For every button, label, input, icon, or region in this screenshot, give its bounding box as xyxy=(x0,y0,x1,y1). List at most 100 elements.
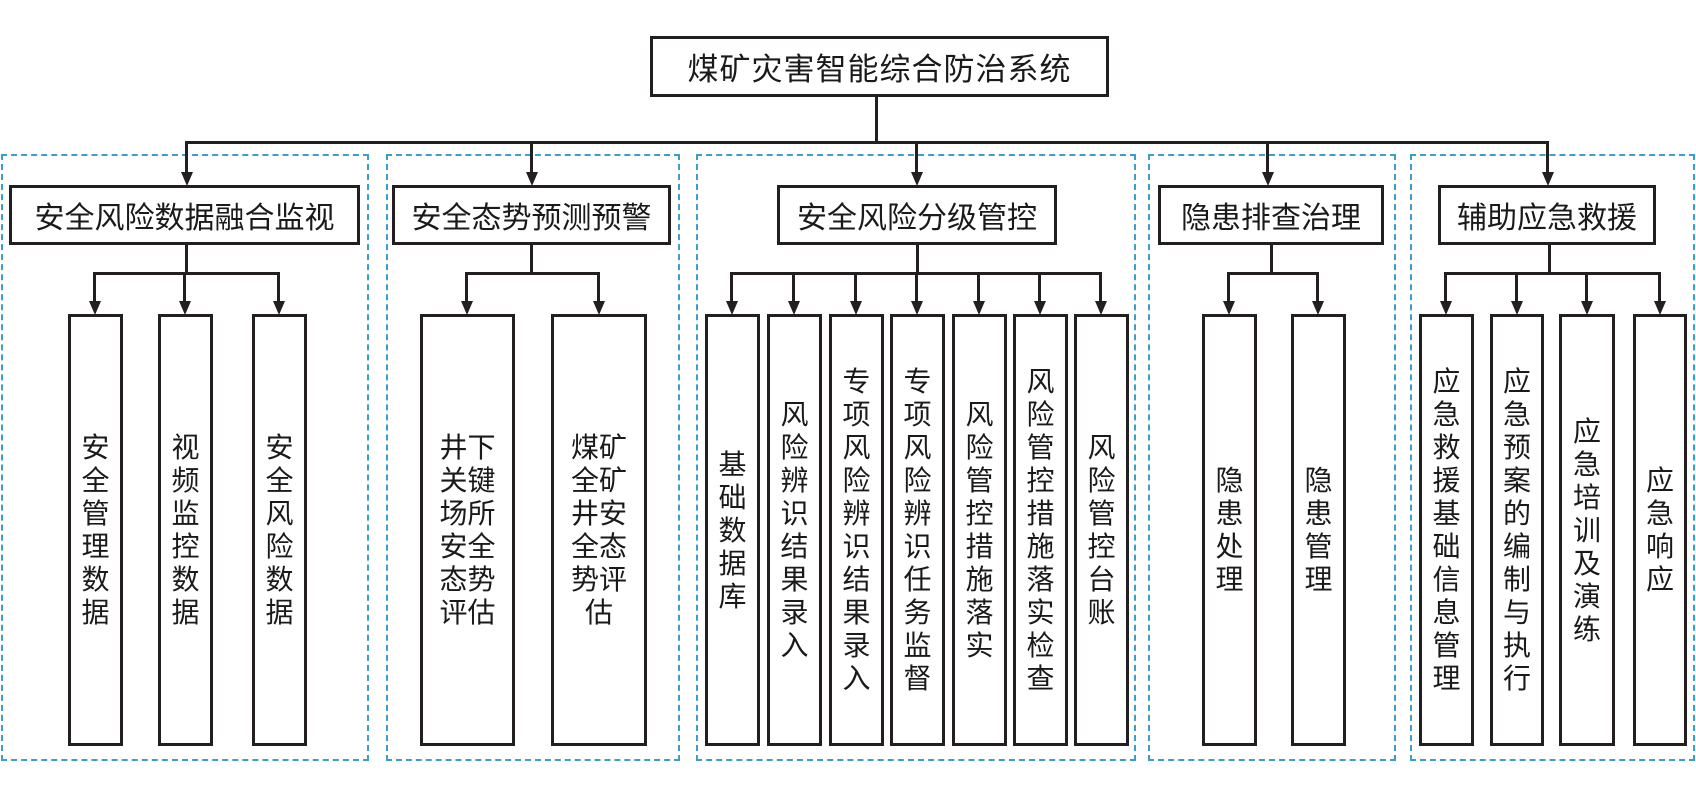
group-connector-line xyxy=(915,142,918,173)
sub-bus-line xyxy=(1444,272,1661,275)
group-label: 安全风险分级管控 xyxy=(797,201,1037,236)
root-system-title: 煤矿灾害智能综合防治系统 xyxy=(687,52,1072,88)
leaf-label: 应急响应 xyxy=(1645,464,1674,596)
group-label: 辅助应急救援 xyxy=(1457,201,1637,236)
sub-bus-line xyxy=(93,272,280,275)
group-frame xyxy=(1148,154,1396,761)
leaf-connector-line xyxy=(93,273,96,302)
arrow-down-icon xyxy=(910,301,923,315)
leaf-connector-line xyxy=(915,273,918,302)
leaf-box: 隐患管理 xyxy=(1291,314,1346,746)
arrow-down-icon xyxy=(180,172,193,186)
group-frame xyxy=(386,154,680,761)
leaf-label: 应急预案的编制与执行 xyxy=(1502,365,1531,695)
arrow-down-icon xyxy=(1094,301,1107,315)
leaf-box: 隐患处理 xyxy=(1202,314,1257,746)
leaf-connector-line xyxy=(183,273,186,302)
leaf-box: 风险辨识结果录入 xyxy=(767,314,822,746)
leaf-connector-line xyxy=(1227,273,1230,302)
leaf-label: 煤矿全矿井安全态势评估 xyxy=(570,431,627,629)
group-label: 安全风险数据融合监视 xyxy=(34,201,335,236)
group-frame xyxy=(1410,154,1695,761)
leaf-connector-line xyxy=(792,273,795,302)
leaf-box: 应急培训及演练 xyxy=(1559,314,1615,746)
group-box: 隐患排查治理 xyxy=(1158,185,1384,245)
group-connector-line xyxy=(1546,142,1549,173)
arrow-down-icon xyxy=(972,301,985,315)
group-stem-line xyxy=(530,245,533,273)
group-label: 隐患排查治理 xyxy=(1181,201,1361,236)
arrow-down-icon xyxy=(725,301,738,315)
leaf-box: 专项风险辨识任务监督 xyxy=(890,314,945,746)
group-box: 安全态势预测预警 xyxy=(392,185,671,245)
leaf-connector-line xyxy=(977,273,980,302)
arrow-down-icon xyxy=(1261,172,1274,186)
leaf-box: 风险管控措施落实检查 xyxy=(1013,314,1068,746)
group-label: 安全态势预测预警 xyxy=(411,201,652,236)
group-stem-line xyxy=(1548,245,1551,273)
leaf-box: 安全管理数据 xyxy=(68,314,123,746)
leaf-connector-line xyxy=(465,273,468,302)
leaf-connector-line xyxy=(1585,273,1588,302)
leaf-label: 风险辨识结果录入 xyxy=(780,398,809,662)
leaf-box: 应急救援基础信息管理 xyxy=(1419,314,1474,746)
group-connector-line xyxy=(185,142,188,173)
leaf-box: 煤矿全矿井安全态势评估 xyxy=(551,314,647,746)
leaf-label: 井下关键场所安全态势评估 xyxy=(439,431,496,629)
leaf-label: 隐患处理 xyxy=(1215,464,1244,596)
arrow-down-icon xyxy=(1439,301,1452,315)
group-connector-line xyxy=(530,142,533,173)
arrow-down-icon xyxy=(592,301,605,315)
group-box: 辅助应急救援 xyxy=(1438,185,1656,245)
leaf-label: 基础数据库 xyxy=(718,447,747,613)
leaf-connector-line xyxy=(1515,273,1518,302)
arrow-down-icon xyxy=(178,301,191,315)
leaf-box: 应急响应 xyxy=(1633,314,1687,746)
leaf-box: 风险管控台账 xyxy=(1074,314,1129,746)
leaf-label: 视频监控数据 xyxy=(171,431,200,629)
group-stem-line xyxy=(1270,245,1273,273)
arrow-down-icon xyxy=(910,172,923,186)
group-box: 安全风险数据融合监视 xyxy=(9,185,360,245)
leaf-connector-line xyxy=(1444,273,1447,302)
leaf-connector-line xyxy=(1099,273,1102,302)
group-box: 安全风险分级管控 xyxy=(777,185,1057,245)
arrow-down-icon xyxy=(849,301,862,315)
leaf-label: 风险管控措施落实 xyxy=(965,398,994,662)
leaf-label: 风险管控措施落实检查 xyxy=(1026,365,1055,695)
arrow-down-icon xyxy=(1541,172,1554,186)
arrow-down-icon xyxy=(272,301,285,315)
leaf-label: 风险管控台账 xyxy=(1087,431,1116,629)
leaf-box: 风险管控措施落实 xyxy=(952,314,1007,746)
main-bus-line xyxy=(185,141,1549,144)
leaf-box: 应急预案的编制与执行 xyxy=(1490,314,1544,746)
leaf-label: 安全风险数据 xyxy=(265,431,294,629)
sub-bus-line xyxy=(1227,272,1319,275)
root-stem-line xyxy=(875,96,878,142)
arrow-down-icon xyxy=(1510,301,1523,315)
arrow-down-icon xyxy=(460,301,473,315)
leaf-box: 基础数据库 xyxy=(705,314,760,746)
sub-bus-line xyxy=(465,272,600,275)
leaf-box: 井下关键场所安全态势评估 xyxy=(420,314,515,746)
group-stem-line xyxy=(185,245,188,273)
arrow-down-icon xyxy=(1222,301,1235,315)
arrow-down-icon xyxy=(88,301,101,315)
arrow-down-icon xyxy=(525,172,538,186)
group-stem-line xyxy=(916,245,919,273)
leaf-label: 隐患管理 xyxy=(1304,464,1333,596)
leaf-connector-line xyxy=(730,273,733,302)
leaf-connector-line xyxy=(1038,273,1041,302)
arrow-down-icon xyxy=(787,301,800,315)
leaf-box: 专项风险辨识结果录入 xyxy=(829,314,884,746)
leaf-label: 安全管理数据 xyxy=(81,431,110,629)
leaf-connector-line xyxy=(1316,273,1319,302)
group-connector-line xyxy=(1266,142,1269,173)
leaf-connector-line xyxy=(597,273,600,302)
leaf-label: 应急救援基础信息管理 xyxy=(1432,365,1461,695)
root-system-box: 煤矿灾害智能综合防治系统 xyxy=(650,36,1109,97)
leaf-connector-line xyxy=(277,273,280,302)
leaf-box: 安全风险数据 xyxy=(252,314,307,746)
leaf-label: 专项风险辨识任务监督 xyxy=(903,365,932,695)
